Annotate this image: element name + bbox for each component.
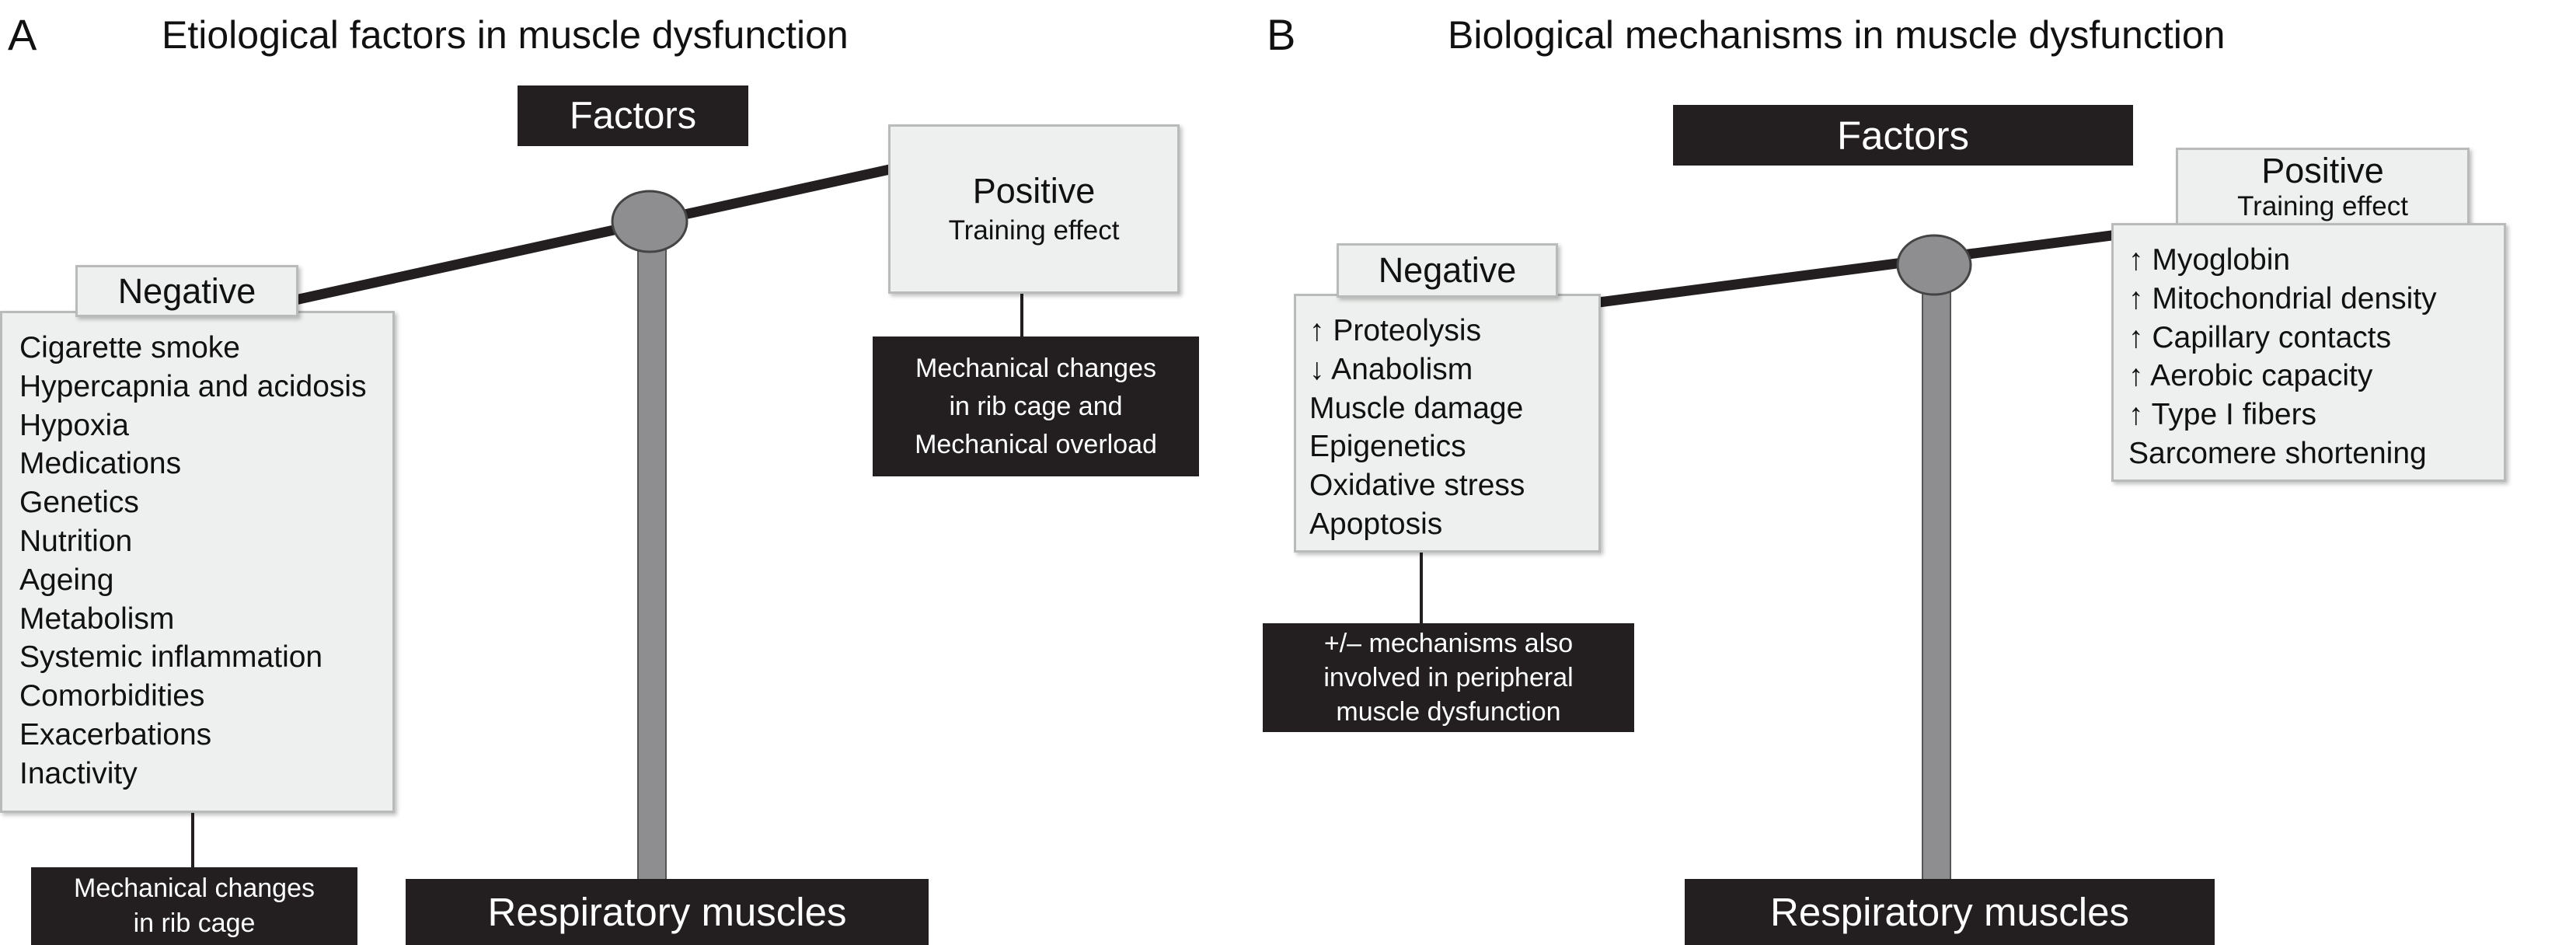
positive-note-a-line: Mechanical changes: [915, 353, 1156, 383]
positive-list-box-b: ↑ Myoglobin ↑ Mitochondrial density ↑ Ca…: [2111, 223, 2506, 482]
panel-a-letter: A: [8, 10, 37, 59]
list-item: Hypercapnia and acidosis: [19, 369, 367, 403]
negative-list-a: Cigarette smoke Hypercapnia and acidosis…: [19, 329, 367, 793]
positive-sublabel-a: Training effect: [948, 215, 1120, 246]
list-item: Systemic inflammation: [19, 640, 323, 675]
balance-beam-b: [1588, 229, 2123, 309]
list-item: Medications: [19, 447, 182, 481]
list-item: Sarcomere shortening: [2128, 436, 2427, 470]
list-item: ↑ Myoglobin: [2128, 243, 2291, 277]
list-item: Oxidative stress: [1309, 469, 1525, 503]
list-item: ↑ Aerobic capacity: [2128, 359, 2373, 393]
list-item: Inactivity: [19, 756, 138, 790]
respiratory-muscles-base-a: Respiratory muscles: [406, 879, 929, 945]
balance-pivot-a: [611, 190, 688, 253]
positive-note-a-line: Mechanical overload: [915, 429, 1157, 459]
list-item: Apoptosis: [1309, 507, 1443, 541]
factors-label-a: Factors: [518, 85, 748, 146]
negative-note-a-line: in rib cage: [133, 908, 256, 938]
negative-note-b-line: +/– mechanisms also: [1323, 629, 1574, 658]
list-item: ↑ Capillary contacts: [2128, 320, 2392, 354]
list-item: Genetics: [19, 486, 139, 520]
factors-label-a-text: Factors: [569, 95, 697, 137]
list-item: ↑ Mitochondrial density: [2128, 281, 2437, 316]
positive-note-a: Mechanical changes in rib cage and Mecha…: [873, 337, 1199, 476]
negative-header-a: Negative: [75, 265, 298, 317]
negative-note-b-line: muscle dysfunction: [1336, 697, 1561, 727]
list-item: Exacerbations: [19, 717, 212, 751]
list-item: ↑ Proteolysis: [1309, 314, 1482, 347]
list-item: Comorbidities: [19, 679, 205, 713]
negative-list-box-a: Cigarette smoke Hypercapnia and acidosis…: [0, 311, 395, 813]
panel-b-title: Biological mechanisms in muscle dysfunct…: [1448, 13, 2226, 57]
balance-post-a: [637, 232, 667, 883]
negative-header-b: Negative: [1337, 243, 1558, 298]
negative-list-b: ↑ Proteolysis ↓ Anabolism Muscle damage …: [1309, 312, 1525, 544]
list-item: ↓ Anabolism: [1309, 352, 1473, 386]
negative-note-b: +/– mechanisms also involved in peripher…: [1263, 623, 1634, 732]
list-item: Muscle damage: [1309, 391, 1524, 425]
positive-header-a-text: Positive: [972, 171, 1096, 211]
negative-header-a-text: Negative: [117, 270, 256, 311]
negative-note-a: Mechanical changes in rib cage: [31, 867, 357, 945]
balance-pivot-b: [1896, 234, 1972, 296]
list-item: Cigarette smoke: [19, 331, 240, 364]
positive-note-a-line: in rib cage and: [949, 391, 1123, 421]
negative-note-a-line: Mechanical changes: [74, 874, 315, 903]
list-item: Ageing: [19, 563, 114, 597]
balance-beam-a: [290, 164, 895, 305]
positive-header-b: Positive Training effect: [2176, 148, 2470, 227]
list-item: Hypoxia: [19, 408, 129, 442]
list-item: Epigenetics: [1309, 430, 1466, 464]
list-item: Nutrition: [19, 524, 133, 558]
positive-list-b: ↑ Myoglobin ↑ Mitochondrial density ↑ Ca…: [2128, 241, 2437, 473]
respiratory-muscles-base-b-text: Respiratory muscles: [1770, 890, 2129, 934]
negative-header-b-text: Negative: [1378, 250, 1517, 290]
list-item: Metabolism: [19, 602, 175, 636]
factors-label-b: Factors: [1673, 105, 2133, 166]
respiratory-muscles-base-a-text: Respiratory muscles: [487, 890, 847, 934]
positive-header-b-text: Positive: [2261, 151, 2384, 190]
negative-list-box-b: ↑ Proteolysis ↓ Anabolism Muscle damage …: [1294, 294, 1601, 553]
positive-box-a: Positive Training effect: [888, 124, 1180, 294]
panel-a-title: Etiological factors in muscle dysfunctio…: [162, 13, 849, 57]
factors-label-b-text: Factors: [1836, 113, 1970, 158]
respiratory-muscles-base-b: Respiratory muscles: [1685, 879, 2215, 945]
negative-note-b-line: involved in peripheral: [1323, 663, 1574, 692]
positive-sublabel-b: Training effect: [2237, 191, 2408, 221]
list-item: ↑ Type I fibers: [2128, 398, 2317, 432]
balance-post-b: [1922, 275, 1951, 883]
panel-b-letter: B: [1267, 10, 1296, 59]
